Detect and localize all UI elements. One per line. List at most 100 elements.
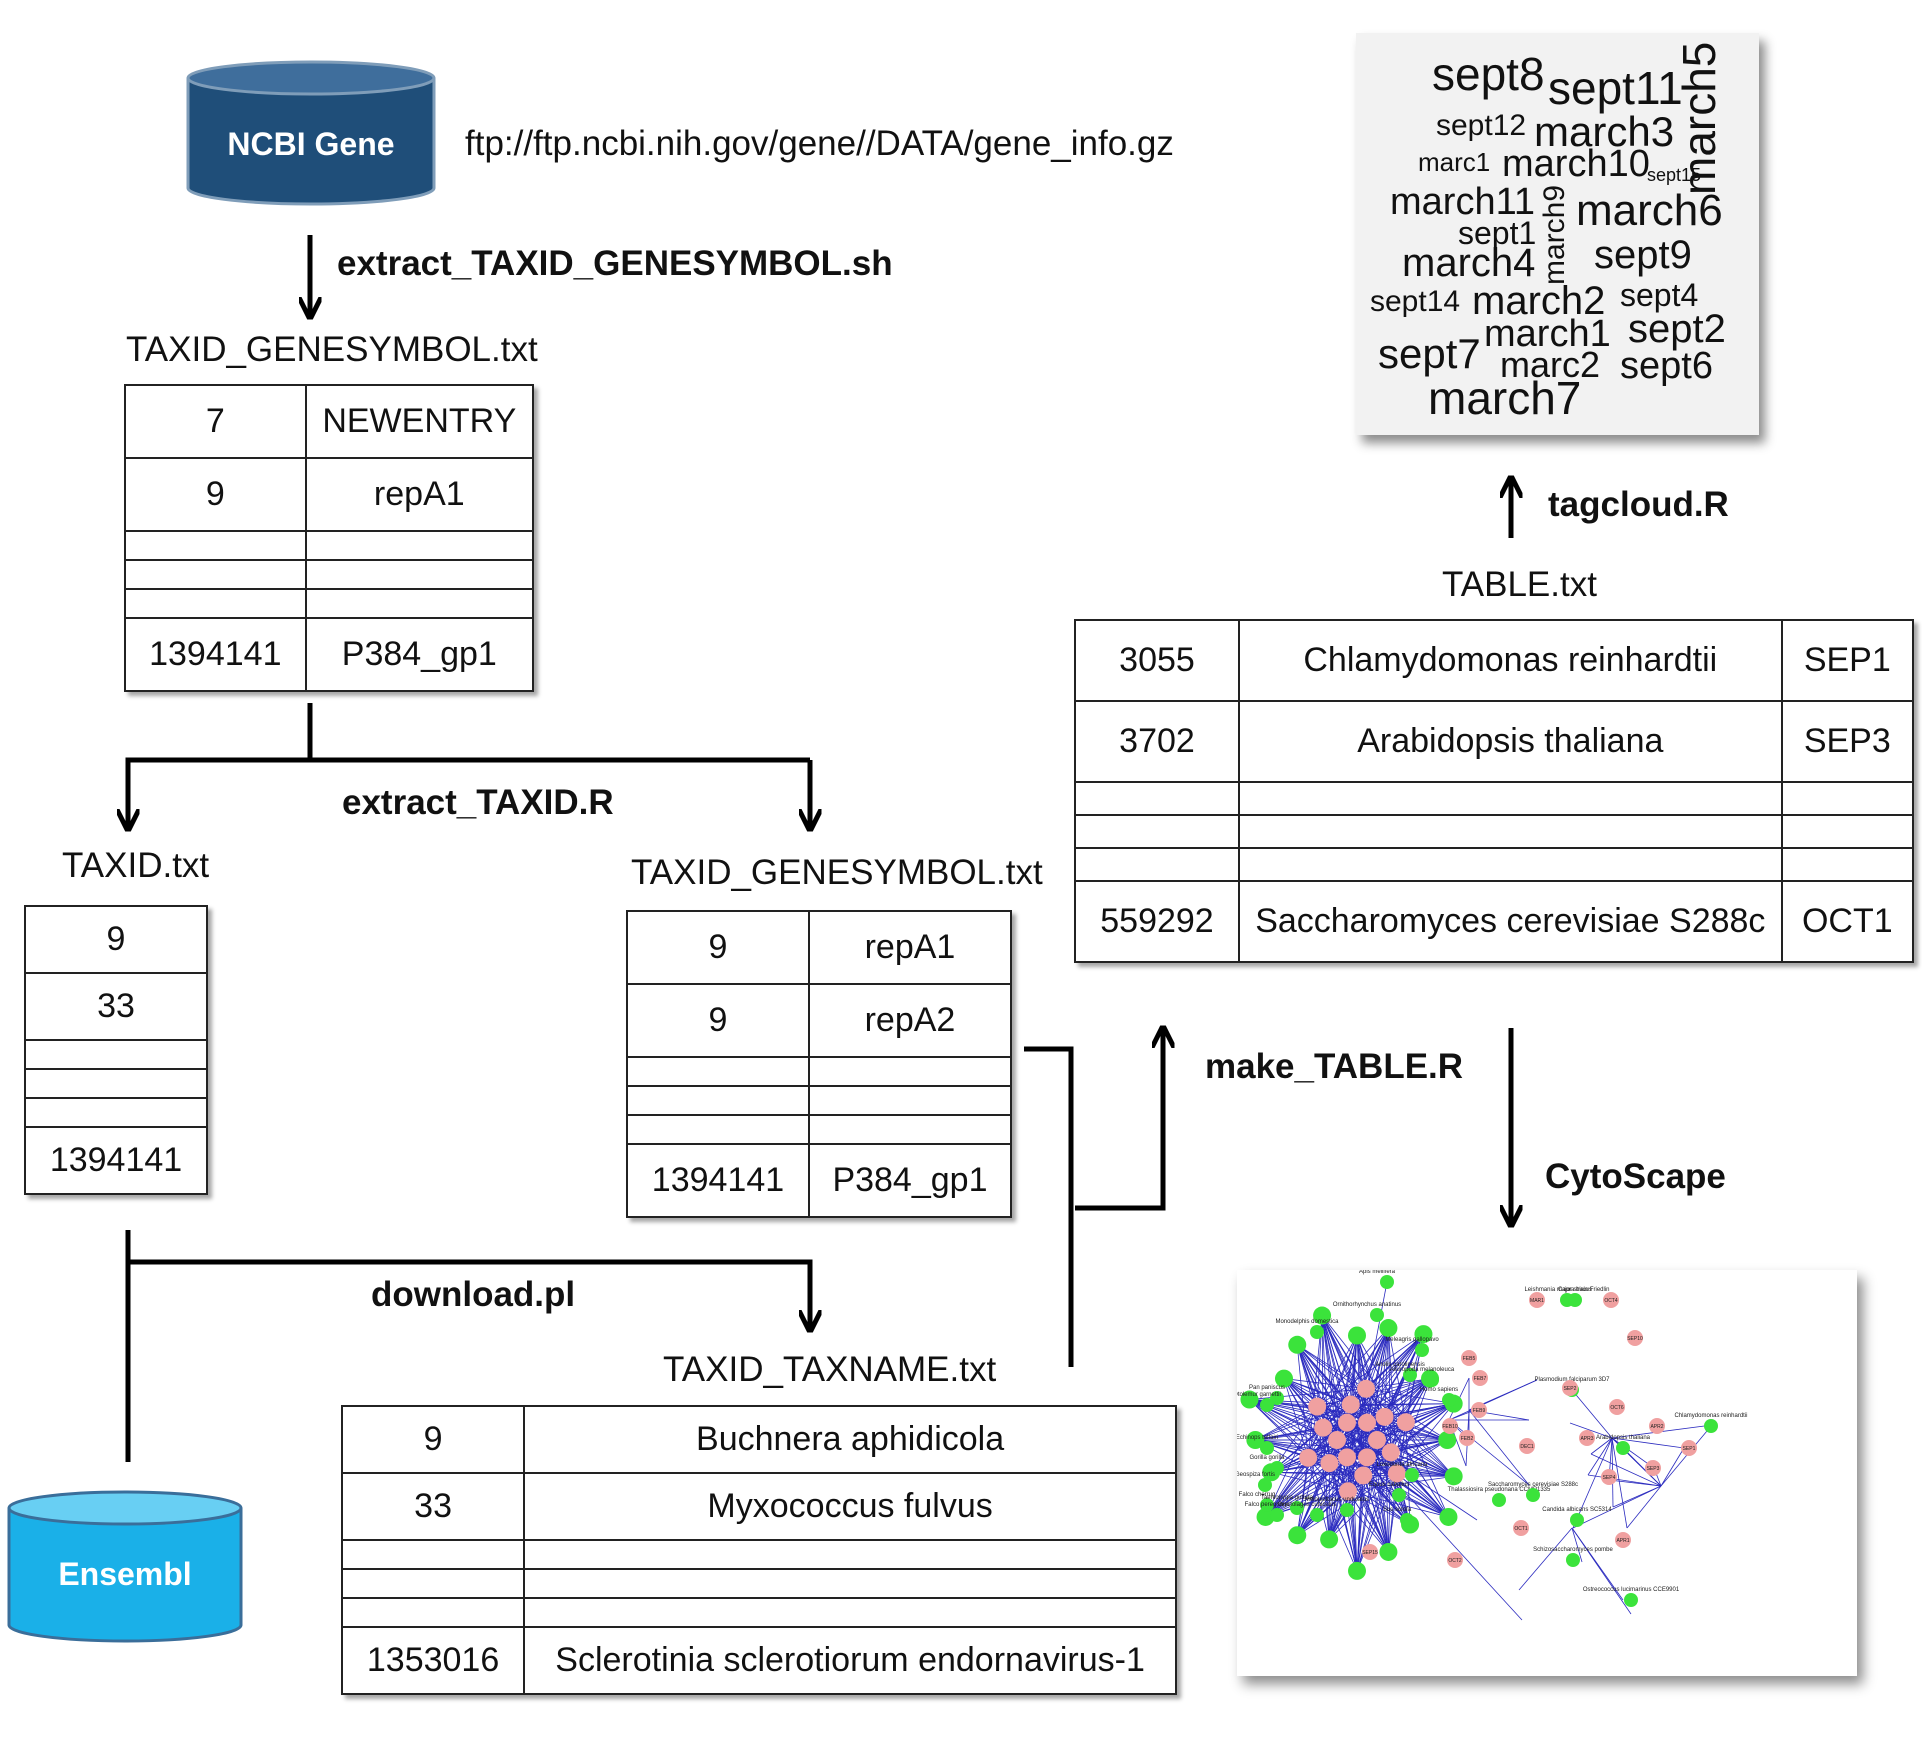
network-edge: [1296, 1344, 1309, 1458]
network-node-label: Leishmania major strain Friedlin: [1524, 1287, 1609, 1293]
table-cell: [807, 1085, 1013, 1116]
network-edge: [1611, 1437, 1685, 1449]
network-node: [1570, 1513, 1584, 1527]
file-title-taxid-genesymbol-1: TAXID_GENESYMBOL.txt: [126, 330, 538, 369]
table-cell: [304, 559, 535, 590]
file-title-taxid-taxname: TAXID_TAXNAME.txt: [663, 1350, 997, 1389]
network-edge: [1405, 1421, 1454, 1477]
tag-cloud-word: march4: [1402, 241, 1536, 285]
network-node: [1357, 1379, 1376, 1398]
network-node-label: SEP15: [1362, 1550, 1378, 1556]
network-edge: [1356, 1281, 1388, 1441]
tag-cloud-word: sept1: [1458, 215, 1537, 251]
tag-cloud-word: sept15: [1647, 165, 1702, 185]
network-edge: [1307, 1315, 1323, 1458]
tag-cloud-word: marc1: [1418, 147, 1491, 177]
table-row: [626, 1056, 1013, 1087]
table-cell: [1238, 781, 1783, 816]
network-node: [1258, 1478, 1272, 1492]
network-node: [1627, 1330, 1643, 1346]
file-title-taxid-genesymbol-2: TAXID_GENESYMBOL.txt: [631, 853, 1043, 892]
table-cell: [1074, 814, 1240, 849]
network-edge: [1356, 1439, 1523, 1621]
table-cell: 559292: [1074, 880, 1240, 963]
table-cell: 1353016: [340, 1626, 526, 1695]
network-node: [1603, 1292, 1619, 1308]
table-cell: [340, 1568, 526, 1599]
network-node: [1380, 1275, 1394, 1289]
network-edge: [1336, 1403, 1454, 1441]
network-node: [1338, 1482, 1357, 1501]
table-cell: 3055: [1074, 619, 1240, 702]
network-edge: [1316, 1335, 1358, 1407]
network-edge: [1572, 1437, 1613, 1529]
network-node-label: SEP4: [1603, 1475, 1616, 1481]
network-edge: [1350, 1327, 1389, 1405]
network-edge: [1347, 1490, 1449, 1518]
tag-cloud-word: sept6: [1620, 345, 1713, 387]
tag-cloud-word: march10: [1502, 143, 1650, 185]
network-edge: [1346, 1378, 1431, 1424]
network-node: [1396, 1413, 1415, 1432]
network-node: [1314, 1418, 1333, 1437]
network-edge: [1405, 1422, 1449, 1518]
table-cell: 9: [340, 1405, 526, 1474]
network-edge: [1365, 1388, 1454, 1405]
network-node: [1459, 1430, 1475, 1446]
table-cell: [124, 588, 307, 619]
network-node: [1354, 1466, 1373, 1485]
network-node: [1310, 1325, 1324, 1339]
table-cell: [626, 1114, 810, 1145]
table-cell: [1238, 814, 1783, 849]
network-edge: [1587, 1437, 1613, 1476]
network-node-label: Anolis carolinensis: [1375, 1362, 1425, 1368]
arrow-merge-to-table: [1075, 1030, 1163, 1211]
network-node: [1400, 1513, 1414, 1527]
table-cell: Buchnera aphidicola: [523, 1405, 1177, 1474]
tag-cloud-word: march2: [1472, 279, 1606, 323]
network-edge: [1571, 1527, 1632, 1615]
network-edge: [1448, 1419, 1530, 1486]
table-cell: [24, 1068, 208, 1099]
network-node: [1270, 1461, 1284, 1475]
tag-cloud-word: sept11: [1548, 62, 1683, 114]
network-edge: [1365, 1327, 1389, 1389]
network-edge: [1296, 1344, 1349, 1492]
table-cell: 1394141: [626, 1143, 810, 1218]
network-node: [1526, 1488, 1540, 1502]
network-node-label: OCT1: [1514, 1526, 1528, 1532]
network-node-label: Meleagris gallopavo: [1385, 1337, 1439, 1343]
network-node-label: FEB7: [1474, 1376, 1487, 1382]
network-edge: [1249, 1399, 1349, 1492]
table-cell: 3702: [1074, 700, 1240, 783]
table-cell: Chlamydomonas reinhardtii: [1238, 619, 1783, 702]
network-edge: [1255, 1406, 1318, 1441]
network-node: [1299, 1448, 1318, 1467]
table-row: [24, 1097, 208, 1128]
tag-cloud: sept8 sept11 march5 sept12 march3 marc1 …: [1356, 33, 1759, 435]
network-node: [1562, 1380, 1578, 1396]
network-node: [1362, 1544, 1378, 1560]
network-edge: [1322, 1327, 1389, 1428]
network-node: [1472, 1370, 1488, 1386]
table-cell: [1074, 847, 1240, 882]
network-node-label: Loxodonta africana: [1376, 1462, 1428, 1468]
network-node-label: Equus caballus: [1369, 1482, 1410, 1488]
network-node: [1270, 1508, 1284, 1522]
network-node: [1348, 1561, 1366, 1580]
network-node-label: Apis mellifera: [1359, 1270, 1396, 1275]
network-edge: [1388, 1328, 1392, 1453]
network-node: [1681, 1440, 1697, 1456]
table-cell: Sclerotinia sclerotiorum endornavirus-1: [523, 1626, 1177, 1695]
network-node-label: Gorilla gorilla: [1249, 1455, 1285, 1461]
network-edge: [1350, 1378, 1431, 1405]
network-node: [1461, 1350, 1477, 1366]
network-edge: [1572, 1485, 1662, 1529]
network-node-label: SEP1: [1683, 1446, 1696, 1452]
network-edge: [1283, 1378, 1309, 1458]
